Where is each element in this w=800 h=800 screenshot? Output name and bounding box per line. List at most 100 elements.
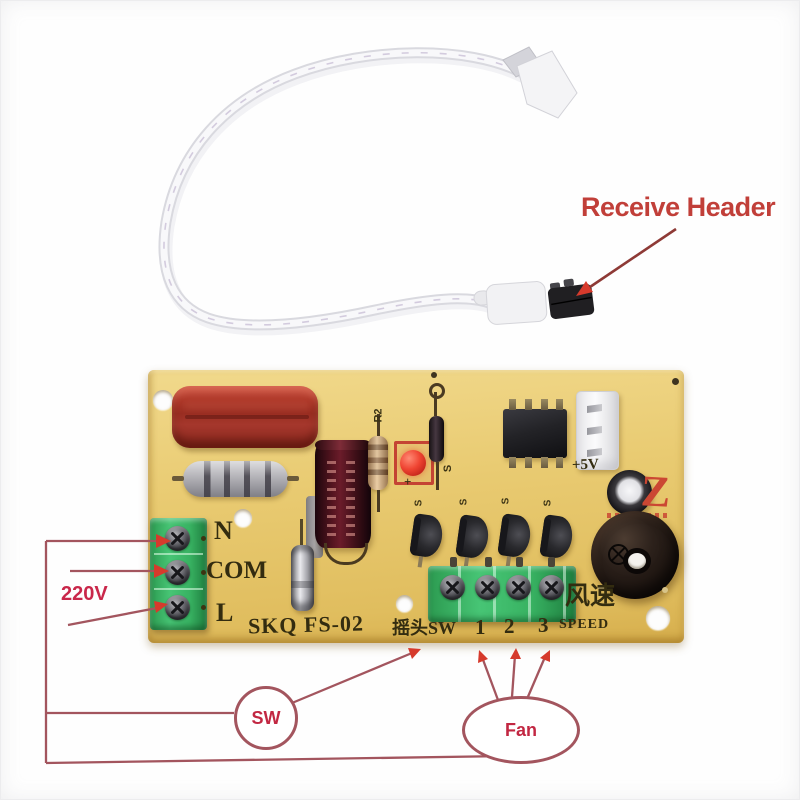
fan-line-3: [525, 656, 547, 700]
ic-pin: [509, 457, 516, 468]
sw-callout-label: SW: [251, 707, 281, 728]
silk-dot: [201, 536, 206, 541]
transistor-label: S: [413, 499, 425, 507]
ic-pin: [525, 457, 532, 468]
solder-pad: [431, 372, 437, 378]
line-to-fan-ellipse: [45, 754, 509, 765]
terminal-pin: [516, 557, 523, 567]
plug-connector: [516, 50, 578, 119]
terminal-label-l: L: [216, 598, 234, 627]
receiver-cable-core: [160, 49, 524, 329]
mounting-hole: [153, 390, 173, 410]
connector-boot: [473, 290, 492, 306]
cable-stripe: [163, 51, 521, 326]
ic-pin: [556, 399, 563, 410]
oscillate-sw-silkscreen: 摇头SW: [392, 618, 457, 638]
fan-callout-label: Fan: [504, 719, 537, 740]
receive-header-body: [547, 284, 595, 319]
connector-pin: [587, 403, 602, 414]
arrowhead-fan-2: [510, 648, 521, 659]
transistor: [539, 514, 575, 560]
terminal-label-n: N: [214, 516, 233, 545]
electrolytic-capacitor: [315, 440, 371, 548]
transistor-label: S: [500, 497, 512, 505]
buzzer-hole: [628, 553, 646, 569]
silk-dot: [201, 605, 206, 610]
transistor-label: S: [542, 499, 554, 507]
receive-header-arrow-line: [589, 227, 677, 289]
arrowhead-fan-1: [478, 650, 488, 663]
terminal-pin: [450, 557, 457, 567]
terminal-screw: [475, 575, 500, 600]
fan-line-1: [480, 656, 500, 701]
arrowhead-fan-3: [540, 650, 550, 662]
solder-pad: [662, 587, 668, 593]
ic-chip: [503, 399, 567, 468]
wind-speed-cn-silkscreen: 风速: [565, 583, 616, 610]
small-capacitor: [607, 470, 652, 515]
transistor: [409, 513, 445, 559]
terminal-screw: [539, 575, 564, 600]
fan-line-2: [510, 654, 517, 698]
indicator-led: [400, 450, 426, 476]
solder-pad: [598, 585, 604, 591]
fan-terminal-1: 1: [475, 615, 486, 639]
film-capacitor: [172, 386, 318, 448]
z-marking: Z: [639, 466, 672, 517]
diode-label: S: [442, 464, 455, 473]
socket-connector: [485, 281, 548, 325]
mounting-hole: [234, 509, 252, 527]
terminal-pin: [485, 557, 492, 567]
terminal-block-output: [428, 557, 576, 622]
diode-lead-loop: [429, 383, 445, 399]
solder-pad: [672, 378, 679, 385]
led-polarity-mark: +: [404, 474, 412, 489]
capacitor-print: [346, 456, 355, 536]
arrowhead-receive-header: [576, 281, 593, 296]
voltage-label: 220V: [61, 583, 108, 605]
buzzer-stamp: [608, 544, 629, 565]
resistor-r2: [368, 414, 388, 512]
metal-cylinder-component: [291, 545, 314, 611]
capacitor-lead-loop: [324, 543, 368, 565]
arrowhead-sw: [408, 648, 421, 659]
component-lead: [300, 519, 303, 546]
diode: [429, 416, 444, 462]
ic-pin: [509, 399, 516, 410]
speed-silkscreen: SPEED: [559, 617, 610, 632]
mounting-hole: [646, 606, 670, 630]
header-prong: [563, 278, 574, 287]
line-to-l: [67, 606, 158, 627]
terminal-screw: [165, 595, 190, 620]
line-sw-to-board: [291, 651, 413, 705]
fan-callout: Fan: [462, 696, 580, 764]
connector-latch: [502, 46, 541, 78]
terminal-screw: [165, 560, 190, 585]
terminal-block-input: [150, 518, 207, 630]
ic-pin: [541, 399, 548, 410]
board-model-silkscreen: SKQ FS-02: [247, 610, 365, 639]
power-header-connector: [576, 391, 619, 470]
silk-dot: [201, 570, 206, 575]
sw-callout: SW: [234, 686, 298, 750]
mounting-hole: [396, 595, 413, 612]
receive-header-connector: [547, 278, 595, 319]
terminal-pin: [548, 557, 555, 567]
power-pin-label: +5V: [571, 456, 600, 474]
fan-terminal-2: 2: [504, 614, 515, 638]
fusible-resistor: [172, 461, 299, 497]
receive-header-label: Receive Header: [581, 192, 776, 222]
connector-pin: [587, 425, 602, 436]
transistor: [497, 513, 533, 559]
header-prong: [549, 282, 561, 291]
diode-lead: [434, 392, 437, 416]
terminal-screw: [165, 526, 190, 551]
ic-pin: [556, 457, 563, 468]
transistor-label: S: [458, 498, 470, 506]
receiver-cable: [158, 47, 526, 331]
diode-lead: [436, 462, 439, 490]
cable-shadow: [159, 50, 529, 336]
resistor-r2-label: R2: [372, 408, 385, 423]
transistor: [455, 514, 491, 560]
